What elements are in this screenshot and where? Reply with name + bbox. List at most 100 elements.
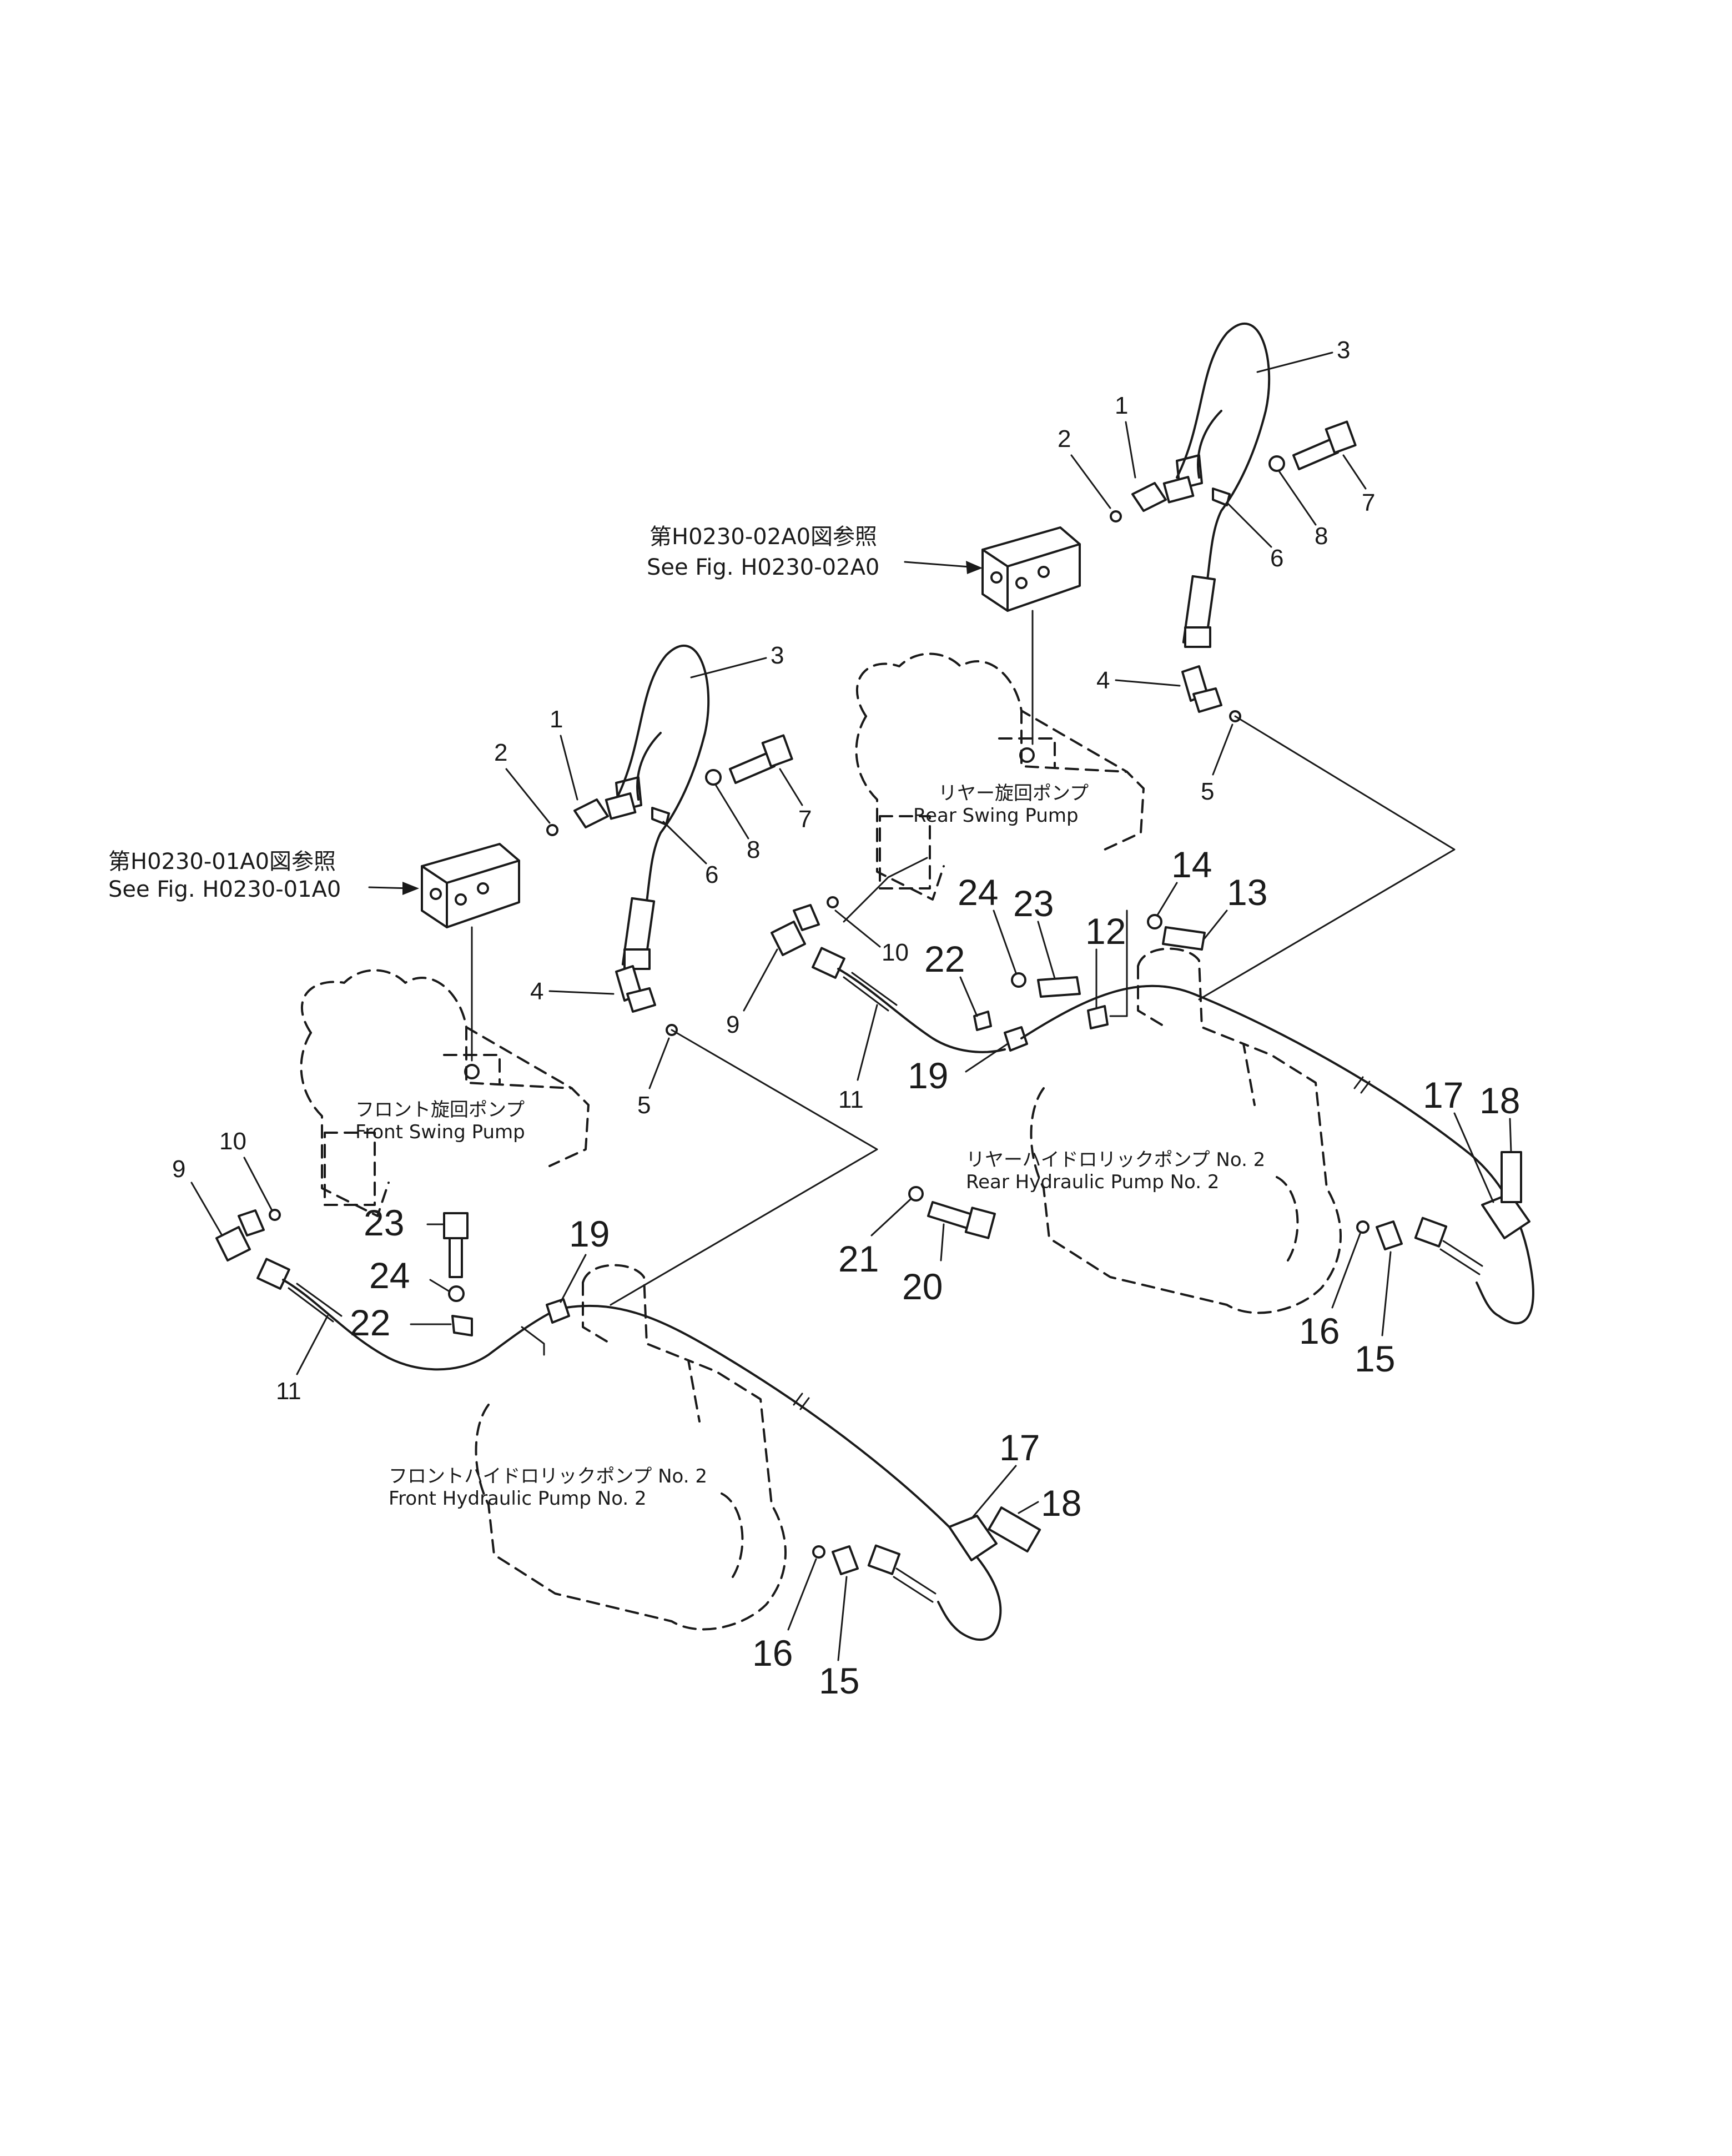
rear-o-ring-10 [827,896,839,908]
front-reference-en: See Fig. H0230-01A0 [108,877,341,902]
rear-callout-10: 10 [882,939,909,966]
front-callout-7: 7 [798,806,812,833]
front-callout-9: 9 [172,1155,185,1183]
front-assembly: フロント旋回ポンプ Front Swing Pump 第H0230-01A0図参… [108,642,1081,1701]
front-sensor-cable [565,1304,1041,1641]
rear-hose-11 [771,896,1006,1053]
front-callout-15: 15 [819,1660,859,1701]
rear-callout-21: 21 [838,1238,879,1279]
front-sensor-17 [948,1515,998,1561]
front-swing-pump: フロント旋回ポンプ Front Swing Pump [300,969,590,1217]
rear-washer-24 [1011,972,1026,988]
rear-callout-9: 9 [726,1011,739,1038]
front-callout-23: 23 [364,1202,404,1243]
front-callout-18: 18 [1041,1482,1081,1524]
rear-callout-23: 23 [1013,883,1054,924]
front-callout-19: 19 [569,1213,610,1254]
rear-callout-14: 14 [1171,844,1212,885]
rear-callout-18: 18 [1479,1080,1520,1121]
rear-bolt-23 [1037,976,1081,998]
rear-sensor-cable [1020,984,1534,1325]
rear-o-ring-16 [1356,1220,1370,1234]
rear-callout-16: 16 [1299,1310,1340,1351]
rear-callout-19: 19 [908,1055,948,1096]
front-hydraulic-pump-label-en: Front Hydraulic Pump No. 2 [389,1487,647,1510]
front-reference: 第H0230-01A0図参照 See Fig. H0230-01A0 [108,849,419,902]
rear-callout-2: 2 [1058,425,1071,453]
front-swing-pump-label-en: Front Swing Pump [355,1121,525,1143]
rear-clamp-hardware [973,909,1206,1052]
front-hydraulic-pump-label-jp: フロントハイドロリックポンプ No. 2 [389,1465,707,1487]
rear-hydraulic-pump-label-jp: リヤーハイドロリックポンプ No. 2 [966,1149,1265,1171]
rear-callout-11: 11 [838,1086,864,1113]
front-reference-jp: 第H0230-01A0図参照 [108,849,336,875]
front-o-ring-5 [666,1024,678,1036]
rear-clamp-set [1212,420,1357,506]
front-callout-1: 1 [550,706,563,733]
rear-bolt-13 [1162,926,1206,951]
front-callout-4: 4 [530,978,543,1005]
front-clamp-hardware [443,1212,570,1356]
front-callout-3: 3 [771,642,784,669]
front-callout-17: 17 [999,1427,1040,1468]
rear-callouts: 1 2 3 4 5 6 7 8 9 10 11 12 13 1 [726,336,1520,1379]
rear-callout-22: 22 [924,938,965,979]
front-o-ring-10 [269,1209,281,1221]
rear-o-ring-2 [1110,510,1122,522]
front-callout-24: 24 [369,1255,410,1296]
front-washer-24 [448,1285,465,1302]
front-o-ring-16 [812,1545,825,1559]
rear-clamp-6 [1212,488,1231,506]
rear-reference-jp: 第H0230-02A0図参照 [650,524,877,550]
rear-callout-7: 7 [1362,489,1375,516]
front-swing-pump-label-jp: フロント旋回ポンプ [355,1099,525,1121]
rear-callout-24: 24 [958,872,998,913]
front-callouts: 1 2 3 4 5 6 7 8 9 10 11 15 16 1 [172,642,1081,1701]
front-callout-22: 22 [350,1302,390,1343]
rear-valve-block [981,526,1081,745]
front-fitting-1 [546,792,637,836]
front-hose-11 [215,1209,556,1371]
rear-reference: 第H0230-02A0図参照 See Fig. H0230-02A0 [647,524,983,580]
front-bolt-23-head [443,1212,469,1239]
front-callout-16: 16 [752,1632,793,1673]
front-fitting-15 [832,1545,859,1575]
rear-callout-4: 4 [1096,667,1110,694]
front-valve-block [421,843,520,1062]
front-sensor-18 [988,1506,1041,1553]
front-callout-6: 6 [705,861,718,888]
rear-clamp-12 [1087,1005,1109,1029]
front-hydraulic-pump: フロントハイドロリックポンプ No. 2 Front Hydraulic Pum… [389,1264,787,1631]
rear-washer-21 [908,1186,924,1202]
rear-callout-3: 3 [1337,336,1350,364]
rear-o-ring-5 [1229,710,1241,722]
rear-bolt-20 [908,1186,996,1239]
rear-assembly: リヤー旋回ポンプ Rear Swing Pump 第H0230-02A0図参照 … [647,323,1534,1379]
rear-plate-22 [973,1011,992,1031]
rear-fitting-1 [1110,476,1195,522]
rear-washer-8 [1268,455,1285,472]
rear-callout-1: 1 [1115,392,1128,419]
rear-reference-en: See Fig. H0230-02A0 [647,555,879,580]
front-elbow-4 [615,965,678,1036]
front-washer-8 [705,769,722,786]
rear-callout-8: 8 [1315,522,1328,550]
rear-clamp-19 [1004,1026,1028,1052]
front-clamp-set [651,734,793,826]
front-clamp-6 [651,807,670,826]
rear-callout-5: 5 [1201,778,1214,805]
rear-hydraulic-pump-label-en: Rear Hydraulic Pump No. 2 [966,1171,1220,1193]
rear-callout-6: 6 [1270,545,1283,572]
rear-swing-pump: リヤー旋回ポンプ Rear Swing Pump [855,652,1145,901]
rear-callout-17: 17 [1423,1074,1463,1115]
front-o-ring-2 [546,824,558,836]
rear-hydraulic-pump: リヤーハイドロリックポンプ No. 2 Rear Hydraulic Pump … [966,947,1342,1314]
front-callout-5: 5 [637,1092,651,1119]
front-callout-10: 10 [219,1128,246,1155]
front-clamp-19 [546,1298,570,1324]
rear-fitting-15 [1376,1220,1403,1250]
rear-callout-13: 13 [1227,872,1267,913]
rear-swing-pump-label-en: Rear Swing Pump [913,805,1079,827]
